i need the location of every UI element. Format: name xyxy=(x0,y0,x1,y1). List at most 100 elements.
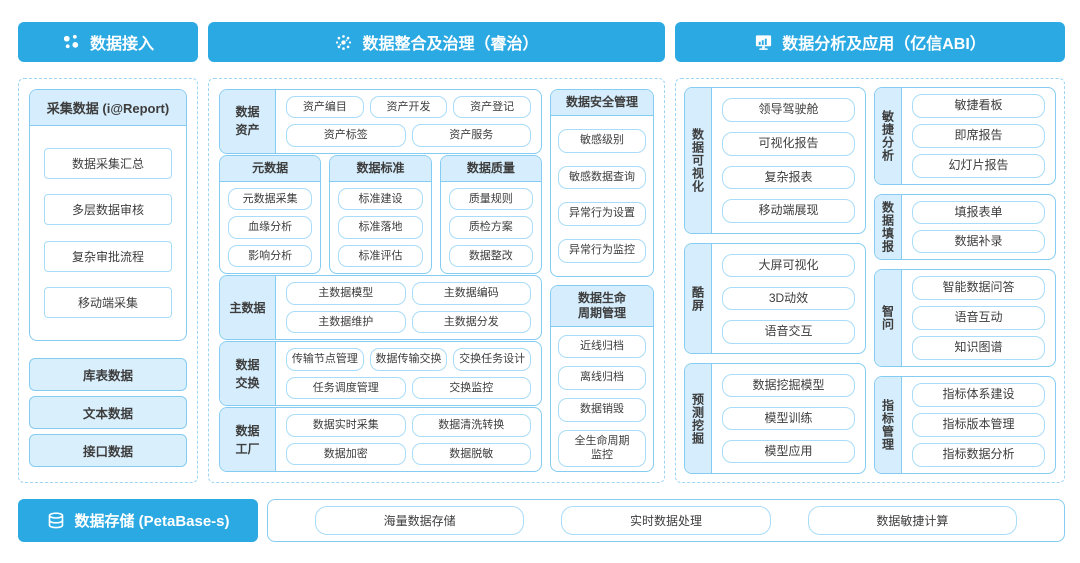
section-body: 智能数据问答语音互动知识图谱 xyxy=(902,270,1055,366)
section-body: 质量规则质检方案数据整改 xyxy=(441,182,541,273)
column-governance: 数据整合及治理（睿治） 数据 资产 资产编目资产开发资产登记 资产标签资产服务 xyxy=(208,22,665,483)
section-body: 主数据模型主数据编码 主数据维护主数据分发 xyxy=(276,276,541,339)
diagram-item: 复杂报表 xyxy=(722,165,855,190)
section-data-exchange: 数据 交换 传输节点管理数据传输交换交换任务设计 任务调度管理交换监控 xyxy=(219,341,542,406)
diagram-item: 数据传输交换 xyxy=(369,348,448,371)
diagram-item: 指标版本管理 xyxy=(912,413,1045,437)
diagram-item: 异常行为监控 xyxy=(558,238,646,263)
section-label: 智问 xyxy=(875,270,902,366)
panel-data-access: 采集数据 (i@Report) 数据采集汇总多层数据审核复杂审批流程移动端采集 … xyxy=(18,78,198,483)
ireport-box-body: 数据采集汇总多层数据审核复杂审批流程移动端采集 xyxy=(30,126,186,340)
monitor-chart-icon xyxy=(754,33,773,52)
diagram-item: 主数据编码 xyxy=(411,282,531,305)
section-label: 数据可视化 xyxy=(685,88,712,234)
storage-capability-item: 实时数据处理 xyxy=(561,506,771,535)
section-label: 数据 工厂 xyxy=(220,408,276,471)
section-data-security: 数据安全管理 敏感级别敏感数据查询异常行为设置异常行为监控 xyxy=(550,89,654,277)
diagram-item: 知识图谱 xyxy=(912,336,1045,360)
header-label: 数据接入 xyxy=(89,36,154,53)
dotted-sphere-icon xyxy=(334,33,353,52)
diagram-item: 移动端展现 xyxy=(722,199,855,223)
section-body: 领导驾驶舱可视化报告复杂报表移动端展现 xyxy=(712,88,865,233)
diagram-item: 交换任务设计 xyxy=(453,348,532,371)
diagram-item: 资产登记 xyxy=(453,96,532,119)
section-predictive-mining: 预测挖掘 数据挖掘模型模型训练模型应用 xyxy=(684,363,866,475)
diagram-item: 数据脱敏 xyxy=(411,442,531,465)
diagram-item: 元数据采集 xyxy=(228,188,313,211)
database-icon xyxy=(46,511,66,531)
item-row: 数据加密数据脱敏 xyxy=(286,442,531,465)
header-analysis: 数据分析及应用（亿信ABI） xyxy=(675,22,1065,62)
diagram-item: 标准落地 xyxy=(338,216,423,239)
diagram-item: 模型应用 xyxy=(722,439,855,464)
section-body: 数据实时采集数据清洗转换 数据加密数据脱敏 xyxy=(276,408,541,471)
diagram-item: 主数据模型 xyxy=(286,282,406,305)
section-data-lifecycle: 数据生命 周期管理 近线归档离线归档数据销毁全生命周期 监控 xyxy=(550,284,654,472)
diagram-item: 语音交互 xyxy=(722,319,855,344)
diagram-item: 传输节点管理 xyxy=(286,348,364,371)
diagram-item: 数据实时采集 xyxy=(286,414,406,437)
diagram-item: 数据整改 xyxy=(448,244,533,267)
diagram-item: 交换监控 xyxy=(411,376,531,399)
diagram-item: 填报表单 xyxy=(912,200,1045,225)
diagram-item: 资产编目 xyxy=(286,96,364,119)
section-body: 近线归档离线归档数据销毁全生命周期 监控 xyxy=(551,327,653,472)
diagram-item: 指标数据分析 xyxy=(912,443,1045,467)
section-label: 指标管理 xyxy=(875,377,902,473)
storage-capability-item: 数据敏捷计算 xyxy=(807,506,1018,535)
storage-capability-item: 海量数据存储 xyxy=(314,506,525,535)
section-title: 数据生命 周期管理 xyxy=(551,285,653,327)
diagram-item: 指标体系建设 xyxy=(912,383,1045,407)
column-data-access: 数据接入 采集数据 (i@Report) 数据采集汇总多层数据审核复杂审批流程移… xyxy=(18,22,198,483)
section-body: 资产编目资产开发资产登记 资产标签资产服务 xyxy=(276,90,541,153)
section-body: 指标体系建设指标版本管理指标数据分析 xyxy=(902,377,1055,473)
storage-row: 数据存储 (PetaBase-s) 海量数据存储 实时数据处理 数据敏捷计算 xyxy=(0,483,1080,542)
data-source-item: 文本数据 xyxy=(29,396,187,429)
diagram-item: 敏捷看板 xyxy=(912,94,1045,118)
diagram-item: 敏感数据查询 xyxy=(558,165,646,190)
diagram-item: 离线归档 xyxy=(558,366,646,390)
diagram-item: 敏感级别 xyxy=(558,128,646,153)
header-label: 数据分析及应用（亿信ABI） xyxy=(782,36,986,53)
diagram-item: 可视化报告 xyxy=(722,131,855,156)
section-title: 元数据 xyxy=(220,156,321,183)
diagram-item: 资产服务 xyxy=(411,124,531,147)
diagram-item: 智能数据问答 xyxy=(912,276,1045,300)
data-source-list: 库表数据文本数据接口数据 xyxy=(29,353,187,472)
section-label: 敏捷分析 xyxy=(875,88,902,184)
diagram-item: 幻灯片报告 xyxy=(912,154,1045,178)
item-row: 主数据模型主数据编码 xyxy=(286,282,531,305)
diagram-item: 即席报告 xyxy=(912,124,1045,148)
section-metadata: 元数据 元数据采集血缘分析影响分析 xyxy=(219,155,322,274)
section-indicator-management: 指标管理 指标体系建设指标版本管理指标数据分析 xyxy=(874,376,1056,474)
item-row: 资产编目资产开发资产登记 xyxy=(286,96,532,119)
header-label: 数据整合及治理（睿治） xyxy=(362,36,539,53)
diagram-item: 血缘分析 xyxy=(228,216,313,239)
diagram-item: 标准建设 xyxy=(338,188,423,211)
header-data-storage: 数据存储 (PetaBase-s) xyxy=(18,499,258,542)
section-body: 填报表单数据补录 xyxy=(902,195,1055,259)
section-data-factory: 数据 工厂 数据实时采集数据清洗转换 数据加密数据脱敏 xyxy=(219,407,542,472)
section-title: 数据质量 xyxy=(440,156,541,183)
section-data-filling: 数据填报 填报表单数据补录 xyxy=(874,194,1056,260)
section-master-data: 主数据 主数据模型主数据编码 主数据维护主数据分发 xyxy=(219,275,542,340)
report-feature-item: 多层数据审核 xyxy=(44,194,172,226)
data-source-item: 库表数据 xyxy=(29,358,187,391)
ireport-box-title: 采集数据 (i@Report) xyxy=(30,90,186,126)
analysis-right-column: 敏捷分析 敏捷看板即席报告幻灯片报告 数据填报 填报表单数据补录 智问 xyxy=(874,87,1056,474)
data-source-item: 接口数据 xyxy=(29,434,187,467)
section-label: 数据填报 xyxy=(875,195,902,259)
diagram-item: 近线归档 xyxy=(558,334,646,359)
diagram-item: 数据挖掘模型 xyxy=(722,373,855,398)
column-analysis: 数据分析及应用（亿信ABI） 数据可视化 领导驾驶舱可视化报告复杂报表移动端展现… xyxy=(675,22,1065,483)
diagram-item: 大屏可视化 xyxy=(722,253,855,278)
report-feature-item: 移动端采集 xyxy=(44,287,172,319)
diagram-item: 质检方案 xyxy=(448,216,533,239)
governance-side-column: 数据安全管理 敏感级别敏感数据查询异常行为设置异常行为监控 数据生命 周期管理 … xyxy=(550,89,654,472)
item-row: 传输节点管理数据传输交换交换任务设计 xyxy=(286,348,532,371)
header-governance: 数据整合及治理（睿治） xyxy=(208,22,665,62)
section-smart-qa: 智问 智能数据问答语音互动知识图谱 xyxy=(874,269,1056,367)
diagram-item: 质量规则 xyxy=(448,188,533,211)
